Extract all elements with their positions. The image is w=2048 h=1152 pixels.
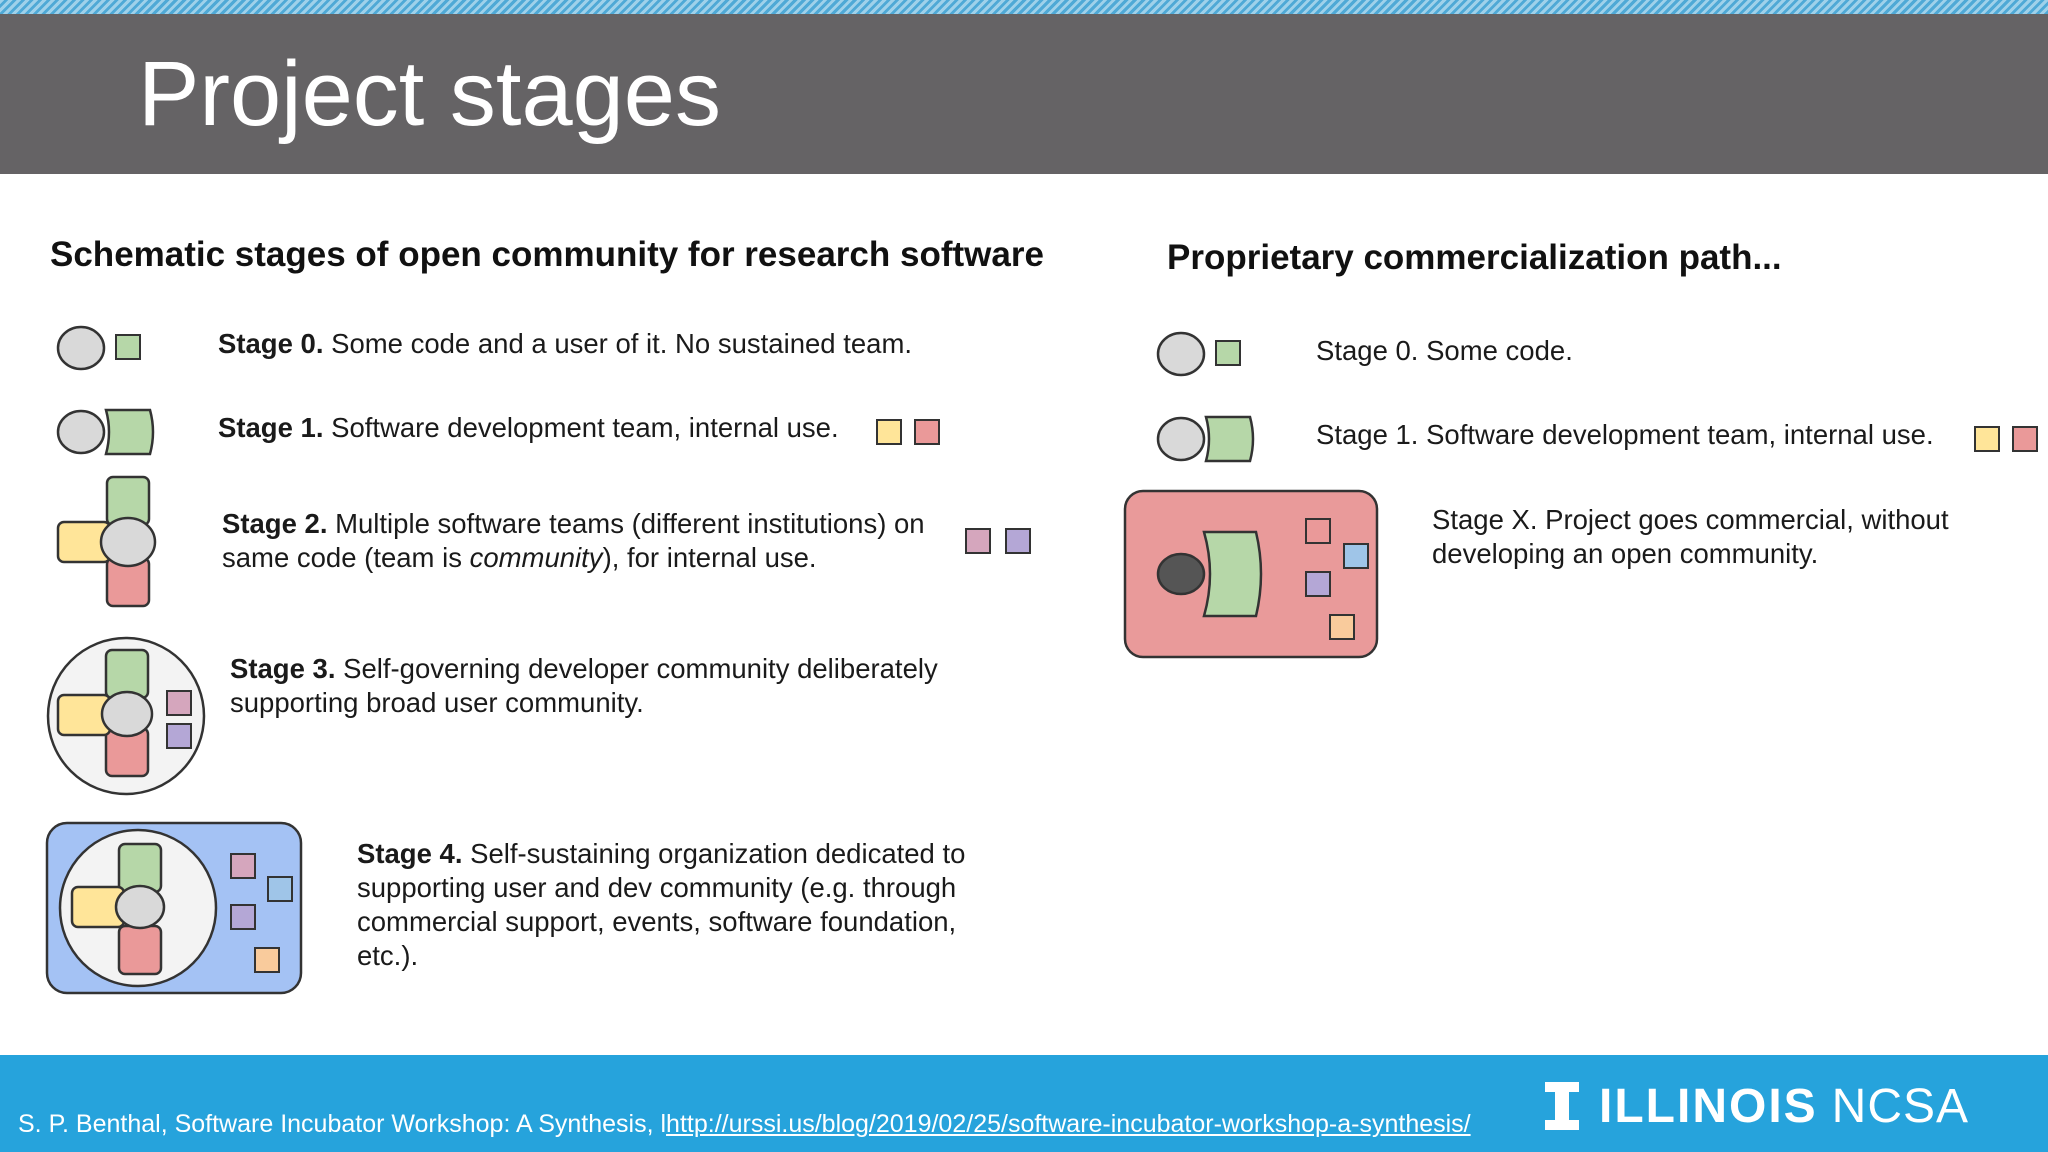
top-stripe: [0, 0, 2048, 14]
stage-0-icon: [56, 325, 141, 371]
commercial-stage-0-text: Stage 0. Some code.: [1316, 335, 1573, 366]
stage-1-user-squares: [876, 419, 940, 445]
block-i-icon: [1545, 1082, 1579, 1130]
title-bar: [0, 14, 2048, 174]
commercial-path-heading: Proprietary commercialization path...: [1167, 238, 1782, 277]
stage-1-icon: [56, 408, 155, 456]
citation-text: S. P. Benthal, Software Incubator Worksh…: [18, 1110, 667, 1138]
stage-0-text: Stage 0. Some code and a user of it. No …: [218, 328, 912, 359]
page-title: Project stages: [138, 43, 721, 145]
commercial-stage-x-icon: [1123, 489, 1379, 659]
citation-link[interactable]: http://urssi.us/blog/2019/02/25/software…: [666, 1110, 1471, 1138]
citation: S. P. Benthal, Software Incubator Worksh…: [18, 1108, 1471, 1140]
logo-ncsa: NCSA: [1831, 1079, 1970, 1133]
stage-4-text: Stage 4. Self-sustaining organization de…: [357, 838, 966, 971]
stage-3-icon: [46, 636, 206, 796]
stage-2-user-squares: [965, 528, 1031, 554]
stage-4-icon: [45, 821, 303, 995]
commercial-stage-x-text: Stage X. Project goes commercial, withou…: [1432, 504, 1949, 569]
stage-3-text: Stage 3. Self-governing developer commun…: [230, 653, 938, 718]
open-community-heading: Schematic stages of open community for r…: [50, 235, 1044, 274]
stage-2-icon: [56, 475, 157, 608]
illinois-ncsa-logo: ILLINOIS NCSA: [1545, 1076, 1969, 1136]
logo-illinois: ILLINOIS: [1599, 1079, 1818, 1133]
commercial-stage-1-text: Stage 1. Software development team, inte…: [1316, 419, 1934, 450]
commercial-stage-0-icon: [1156, 331, 1241, 377]
commercial-stage-1-icon: [1156, 415, 1255, 463]
stage-1-text: Stage 1. Software development team, inte…: [218, 412, 839, 443]
footer-bar: [0, 1055, 2048, 1152]
commercial-stage-1-user-squares: [1974, 426, 2038, 452]
stage-2-text: Stage 2. Multiple software teams (differ…: [222, 508, 925, 573]
